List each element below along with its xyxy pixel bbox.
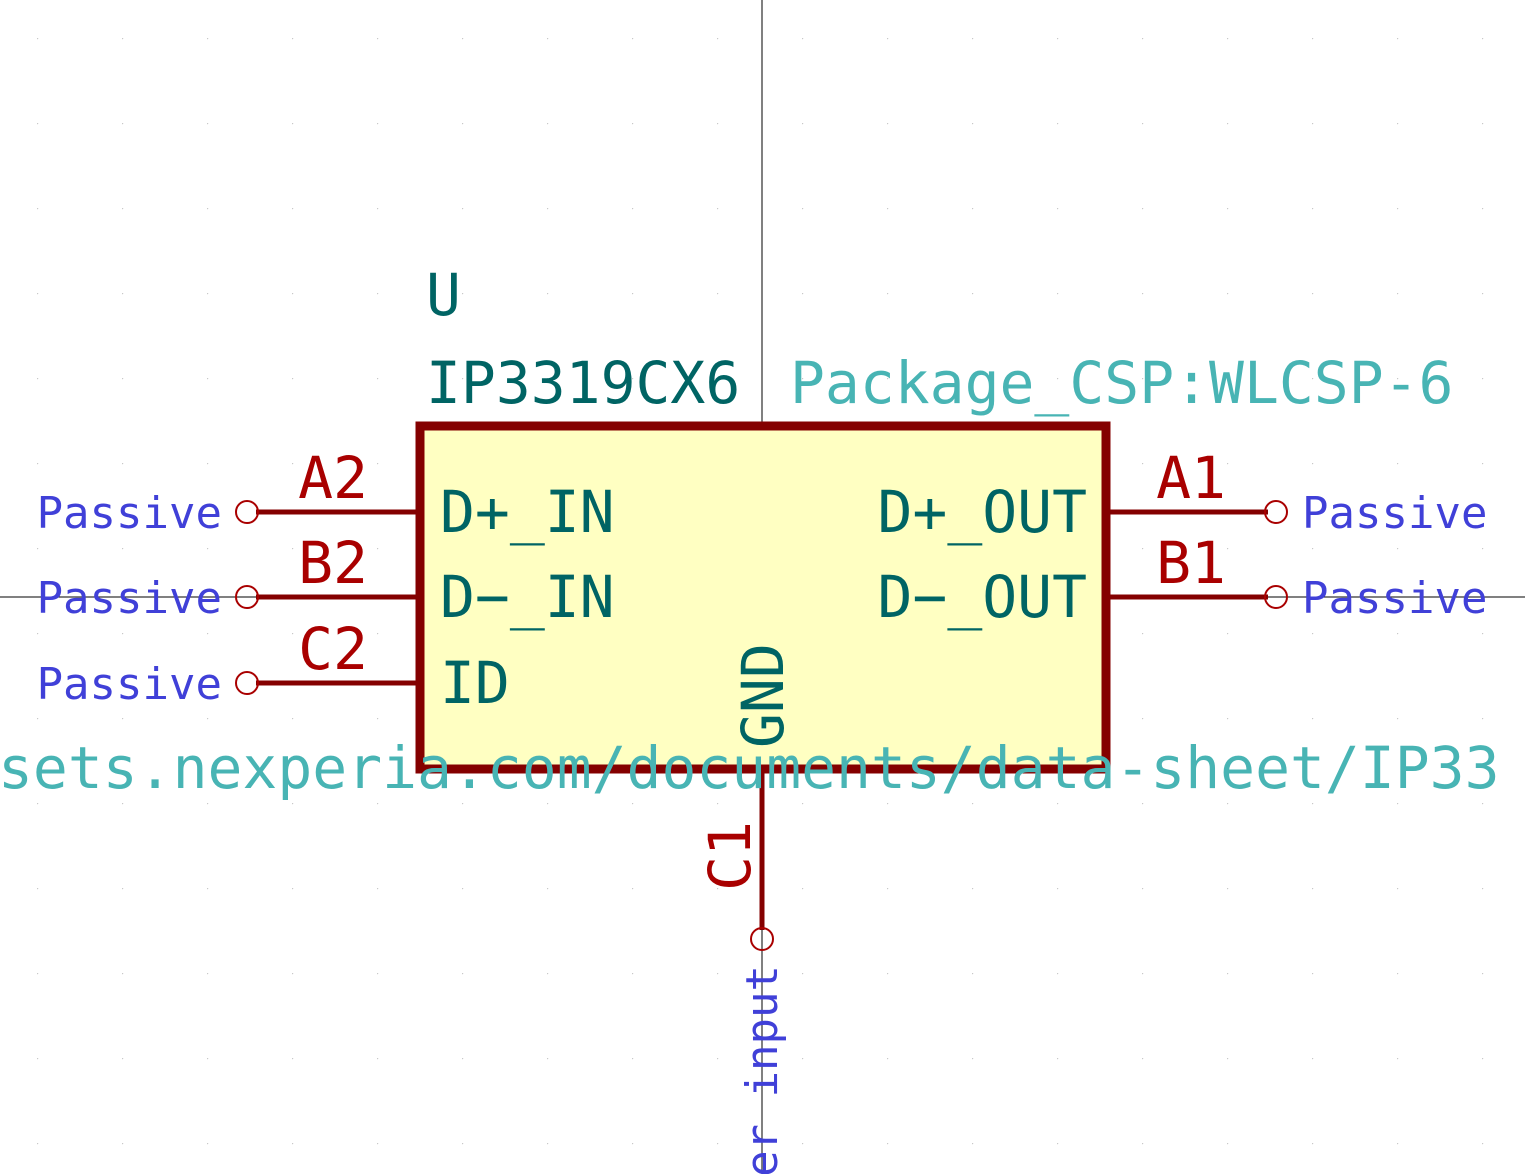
pin-a2-endpoint[interactable] bbox=[235, 500, 259, 524]
pin-a1-endpoint[interactable] bbox=[1264, 500, 1288, 524]
pin-c2-name: ID bbox=[440, 649, 510, 717]
reference-field[interactable]: U bbox=[426, 261, 461, 329]
footprint-field[interactable]: Package_CSP:WLCSP-6 bbox=[790, 349, 1453, 417]
datasheet-field[interactable]: sets.nexperia.com/documents/data-sheet/I… bbox=[0, 734, 1500, 802]
pin-c2-endpoint[interactable] bbox=[235, 671, 259, 695]
pin-a2-type: Passive bbox=[37, 488, 222, 539]
pin-a1-name: D+_OUT bbox=[877, 478, 1087, 546]
pin-b2-type: Passive bbox=[37, 573, 222, 624]
pin-c1-name: GND bbox=[729, 643, 797, 748]
pin-b2-endpoint[interactable] bbox=[235, 585, 259, 609]
pin-b1[interactable]: B1 D−_OUT Passive bbox=[877, 529, 1487, 631]
pin-b1-type: Passive bbox=[1302, 573, 1487, 624]
pin-b2-number: B2 bbox=[298, 529, 368, 597]
pin-c2-number: C2 bbox=[298, 615, 368, 683]
pin-b1-number: B1 bbox=[1156, 529, 1226, 597]
pin-b1-endpoint[interactable] bbox=[1264, 585, 1288, 609]
pin-c1-endpoint[interactable] bbox=[750, 927, 774, 951]
pin-a2-number: A2 bbox=[298, 444, 368, 512]
pin-a1-type: Passive bbox=[1302, 488, 1487, 539]
pin-b2[interactable]: B2 D−_IN Passive bbox=[37, 529, 615, 631]
value-field[interactable]: IP3319CX6 bbox=[426, 349, 740, 417]
pin-c1-number: C1 bbox=[696, 821, 764, 891]
pin-b2-name: D−_IN bbox=[440, 563, 615, 631]
pin-a1-number: A1 bbox=[1156, 444, 1226, 512]
pin-a2[interactable]: A2 D+_IN Passive bbox=[37, 444, 615, 546]
pin-c1[interactable]: C1 GND ver input bbox=[696, 643, 797, 1174]
pin-c2-type: Passive bbox=[37, 659, 222, 710]
symbol-body[interactable] bbox=[415, 421, 1111, 774]
pin-a2-name: D+_IN bbox=[440, 478, 615, 546]
pin-b1-name: D−_OUT bbox=[877, 563, 1087, 631]
pin-c1-type: ver input bbox=[737, 965, 788, 1174]
pin-c2[interactable]: C2 ID Passive bbox=[37, 615, 510, 717]
pin-a1[interactable]: A1 D+_OUT Passive bbox=[877, 444, 1487, 546]
